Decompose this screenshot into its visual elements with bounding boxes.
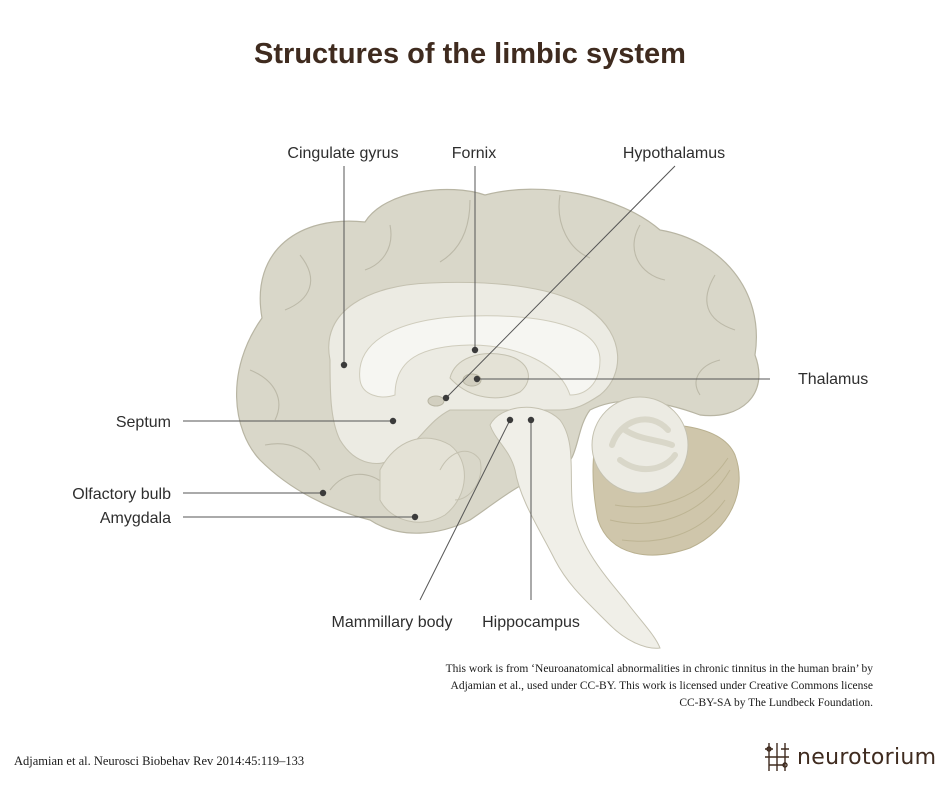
label-hypothalamus: Hypothalamus [623, 145, 725, 162]
citation: Adjamian et al. Neurosci Biobehav Rev 20… [14, 754, 305, 768]
license-notice: This work is from ‘Neuroanatomical abnor… [353, 661, 873, 712]
arbor-vitae [591, 396, 689, 494]
hypothalamus-dot [442, 394, 450, 402]
label-amygdala: Amygdala [100, 510, 171, 527]
license-line: CC-BY-SA by The Lundbeck Foundation. [679, 697, 873, 709]
neurotorium-logo-icon [765, 743, 789, 771]
thalamus-dot [473, 375, 481, 383]
corpus-callosum [359, 315, 601, 398]
anterior-commissure [427, 395, 445, 407]
fornix-dot [471, 346, 479, 354]
thalamus [449, 353, 529, 399]
leader-lines [183, 165, 770, 601]
olfactory-bulb-dot [319, 489, 327, 497]
mammillary-body-dot [506, 416, 514, 424]
license-line: Adjamian et al., used under CC-BY. This … [450, 680, 873, 692]
septum-dot [389, 417, 397, 425]
cingulate-gyrus-dot [340, 361, 348, 369]
diagram-title: Structures of the limbic system [254, 38, 686, 70]
label-mammillary-body: Mammillary body [332, 614, 453, 631]
label-thalamus: Thalamus [798, 371, 868, 388]
label-cingulate-gyrus: Cingulate gyrus [287, 145, 398, 162]
label-fornix: Fornix [452, 145, 496, 162]
amygdala-dot [411, 513, 419, 521]
gyri-lines [249, 194, 736, 491]
hippocampus-dot [527, 416, 535, 424]
label-olfactory-bulb: Olfactory bulb [72, 486, 171, 503]
label-dots [319, 346, 535, 521]
logo-text: neurotorium [797, 744, 937, 770]
license-line: This work is from ‘Neuroanatomical abnor… [445, 663, 873, 675]
label-septum: Septum [116, 414, 171, 431]
neurotorium-logo[interactable]: neurotorium [763, 740, 936, 774]
label-hippocampus: Hippocampus [482, 614, 580, 631]
brainstem [489, 406, 661, 649]
temporal-limbic-region [379, 437, 465, 523]
